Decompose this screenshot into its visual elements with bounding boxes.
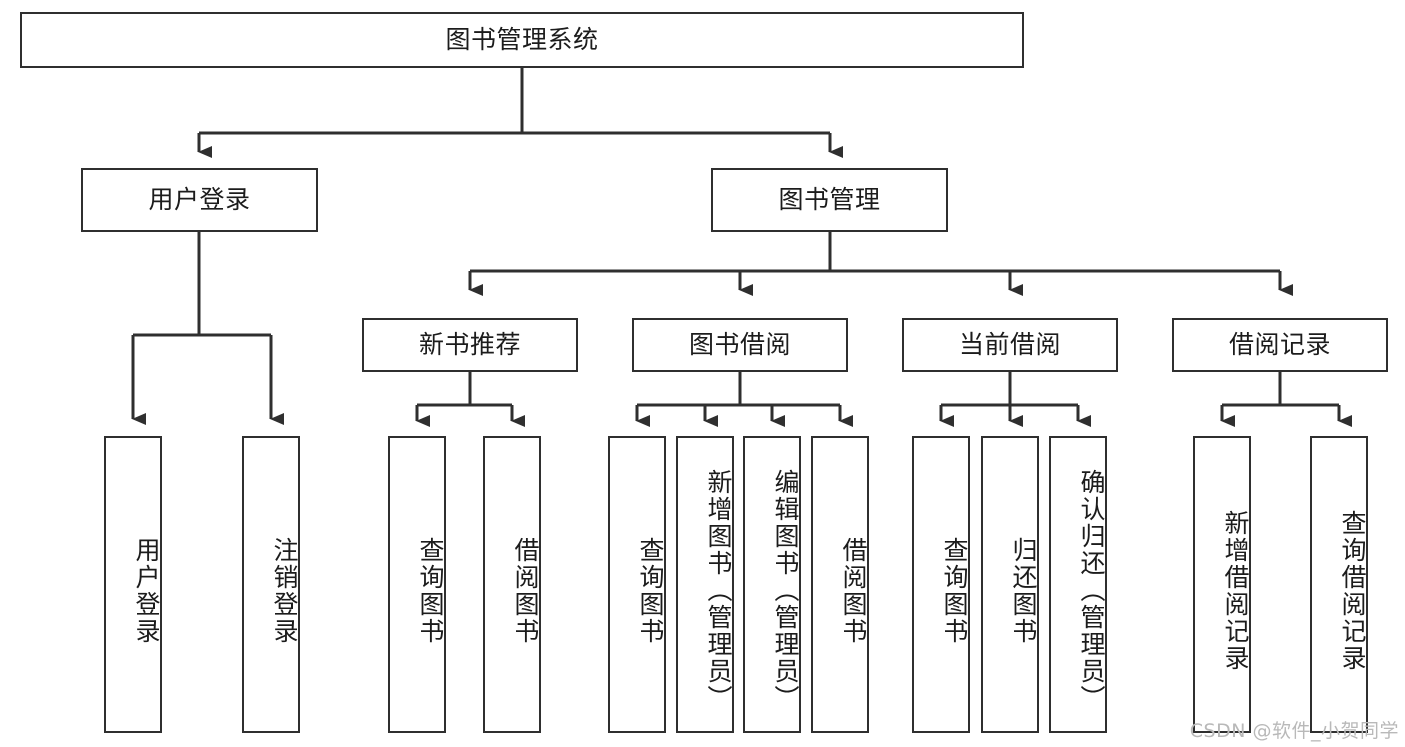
node-label: 编辑图书（管理员） (771, 469, 800, 712)
node-label: 查询图书 (940, 536, 969, 645)
leaf-new-book-query[interactable]: 查询图书 (388, 436, 446, 733)
node-label: 用户登录 (148, 185, 251, 214)
leaf-new-book-borrow[interactable]: 借阅图书 (483, 436, 541, 733)
node-borrow-record[interactable]: 借阅记录 (1172, 318, 1388, 372)
leaf-borrow-query-book[interactable]: 查询图书 (608, 436, 666, 733)
leaf-record-query[interactable]: 查询借阅记录 (1310, 436, 1368, 733)
node-label: 新增图书（管理员） (704, 469, 733, 712)
leaf-current-return-book[interactable]: 归还图书 (981, 436, 1039, 733)
node-label: 借阅图书 (839, 536, 868, 645)
leaf-record-add[interactable]: 新增借阅记录 (1193, 436, 1251, 733)
leaf-user-login-signout[interactable]: 注销登录 (242, 436, 300, 733)
node-label: 图书借阅 (688, 330, 791, 359)
node-label: 借阅记录 (1228, 330, 1331, 359)
leaf-current-confirm-return[interactable]: 确认归还（管理员） (1049, 436, 1107, 733)
node-label: 图书管理系统 (445, 25, 599, 54)
node-label: 借阅图书 (511, 536, 540, 645)
node-root-system[interactable]: 图书管理系统 (20, 12, 1024, 68)
leaf-current-query-book[interactable]: 查询图书 (912, 436, 970, 733)
node-book-borrow[interactable]: 图书借阅 (632, 318, 848, 372)
node-label: 当前借阅 (958, 330, 1061, 359)
leaf-borrow-add-book[interactable]: 新增图书（管理员） (676, 436, 734, 733)
node-label: 用户登录 (132, 536, 161, 645)
node-label: 新增借阅记录 (1221, 509, 1250, 672)
node-label: 查询借阅记录 (1338, 509, 1367, 672)
node-label: 确认归还（管理员） (1077, 469, 1106, 712)
node-label: 注销登录 (270, 536, 299, 645)
node-label: 查询图书 (416, 536, 445, 645)
node-book-management[interactable]: 图书管理 (711, 168, 948, 232)
node-new-book-recommend[interactable]: 新书推荐 (362, 318, 578, 372)
watermark: CSDN @软件_小贺同学 (1189, 720, 1399, 742)
node-label: 查询图书 (636, 536, 665, 645)
node-user-login[interactable]: 用户登录 (81, 168, 318, 232)
node-label: 图书管理 (778, 185, 881, 214)
node-label: 归还图书 (1009, 536, 1038, 645)
node-current-borrow[interactable]: 当前借阅 (902, 318, 1118, 372)
leaf-user-login-signin[interactable]: 用户登录 (104, 436, 162, 733)
node-label: 新书推荐 (418, 330, 521, 359)
leaf-borrow-edit-book[interactable]: 编辑图书（管理员） (743, 436, 801, 733)
leaf-borrow-borrow-book[interactable]: 借阅图书 (811, 436, 869, 733)
